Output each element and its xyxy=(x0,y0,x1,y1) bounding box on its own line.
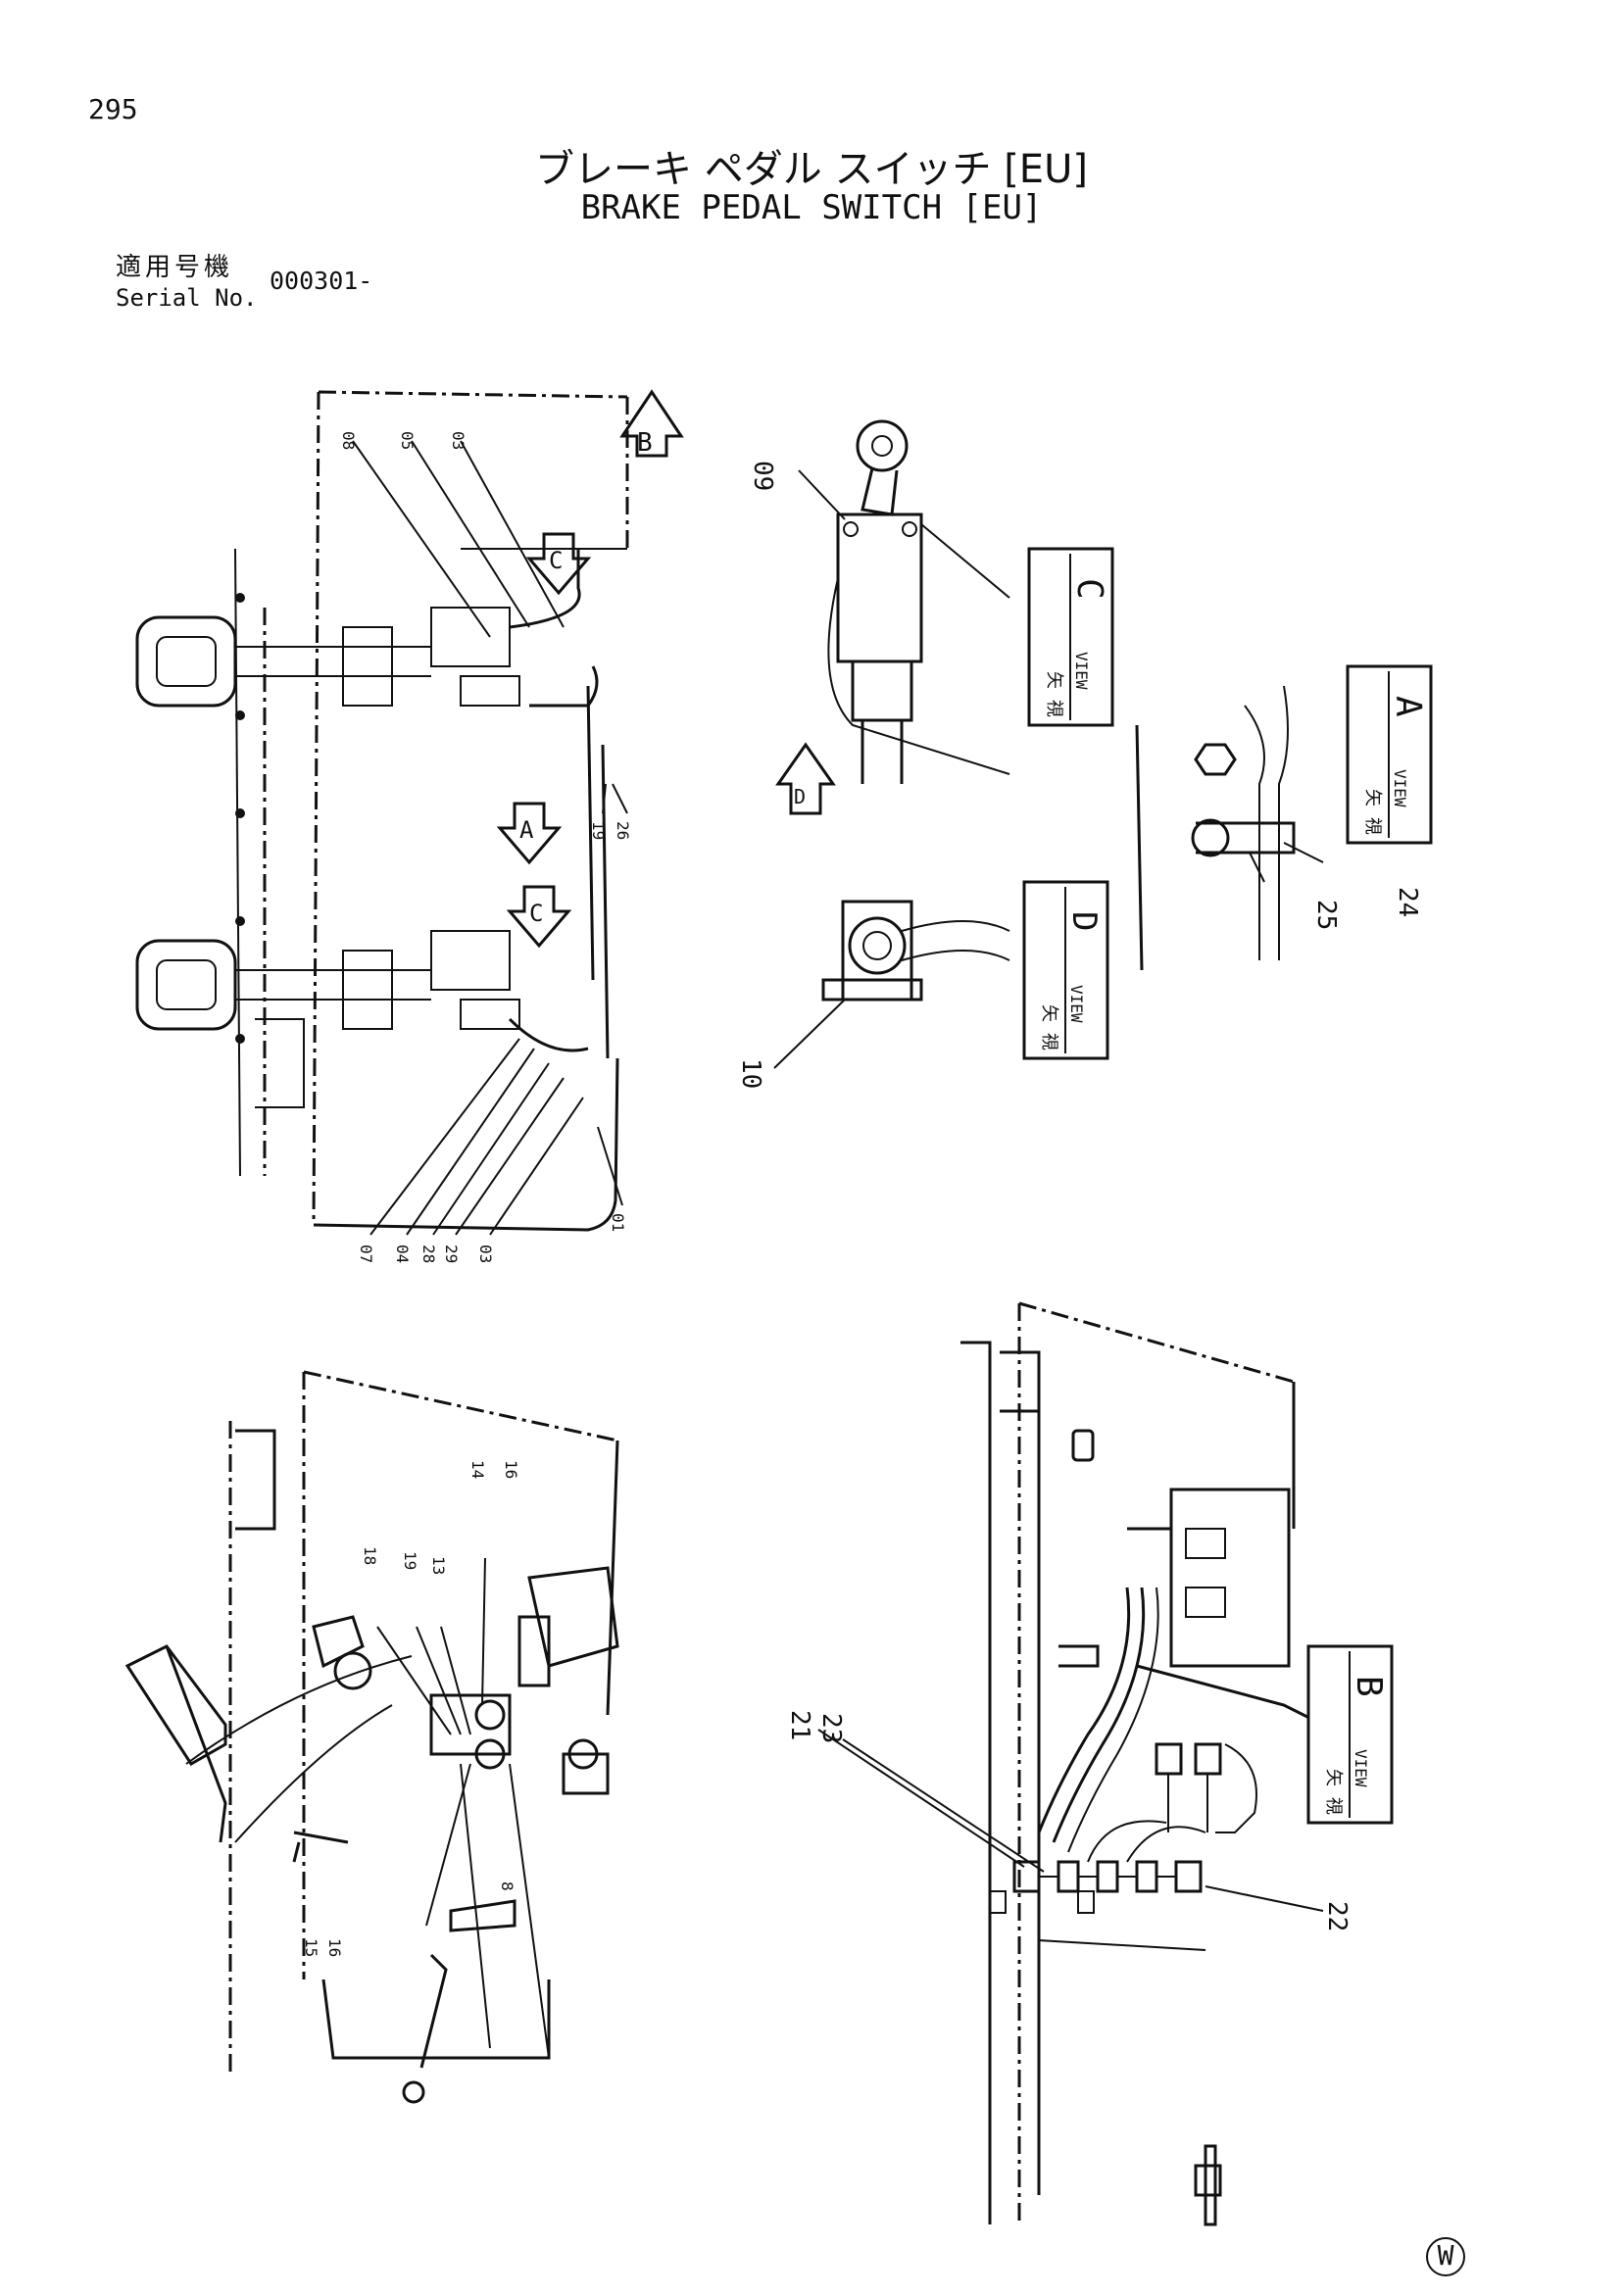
callout-03-top: 03 xyxy=(449,431,467,450)
callout-19-side: 19 xyxy=(401,1551,419,1570)
callout-08-top: 08 xyxy=(339,431,358,450)
view-b-harness-detail: 21 23 22 矢 視 VIEW B xyxy=(785,1301,1394,2226)
callout-8: 8 xyxy=(498,1881,516,1891)
callout-16-lower: 16 xyxy=(325,1938,344,1957)
callout-25: 25 xyxy=(1311,900,1341,930)
arrow-a-symbol: A xyxy=(496,802,563,865)
arrow-d-letter: D xyxy=(794,785,806,808)
callout-19-top: 19 xyxy=(589,821,608,840)
view-b-kanji: 矢 視 xyxy=(1323,1769,1344,1815)
callout-22: 22 xyxy=(1322,1901,1352,1931)
callout-24: 24 xyxy=(1393,887,1422,917)
connector-tag-right xyxy=(1077,1890,1095,1914)
callout-28-top: 28 xyxy=(419,1245,438,1263)
arrow-d-symbol: D xyxy=(775,742,836,815)
view-b-label: 矢 視 VIEW B xyxy=(1306,1644,1394,1825)
serial-label-japanese: 適用号機 xyxy=(116,253,234,282)
serial-label-english: Serial No. xyxy=(116,284,258,312)
side-pedal-view: 18 19 13 14 16 15 16 8 xyxy=(124,1370,619,2104)
page-number: 295 xyxy=(88,93,138,125)
callout-07-top: 07 xyxy=(357,1245,375,1263)
arrow-c-letter-lower: C xyxy=(529,900,543,927)
callout-13: 13 xyxy=(429,1556,448,1575)
callout-15-lower: 15 xyxy=(302,1938,320,1957)
callout-14: 14 xyxy=(468,1460,487,1479)
view-b-letter: B xyxy=(1349,1676,1389,1697)
view-c-kanji: 矢 視 xyxy=(1044,671,1064,717)
view-c-switch-detail: 09 D 矢 視 VIEW C xyxy=(748,419,1114,815)
callout-29-top: 29 xyxy=(442,1245,461,1263)
callout-05-top: 05 xyxy=(398,431,417,450)
view-b-word: VIEW xyxy=(1352,1749,1370,1787)
view-d-switch-detail: 10 矢 視 VIEW D xyxy=(736,880,1109,1089)
callout-01-top: 01 xyxy=(609,1213,627,1232)
view-a-letter: A xyxy=(1388,696,1428,717)
view-d-label: 矢 視 VIEW D xyxy=(1022,880,1109,1060)
callout-21: 21 xyxy=(785,1710,814,1740)
page-title-japanese: ブレーキ ペダル スイッチ [EU] xyxy=(535,147,1088,192)
arrow-a-letter: A xyxy=(519,816,534,844)
view-a-clamp-detail: 25 24 矢 視 VIEW A xyxy=(1135,664,1433,971)
view-a-word: VIEW xyxy=(1391,769,1409,807)
arrow-c-symbol-lower: C xyxy=(506,885,572,949)
view-a-kanji: 矢 視 xyxy=(1362,789,1383,835)
arrow-c-symbol-upper: C xyxy=(525,532,592,596)
callout-18: 18 xyxy=(361,1546,379,1565)
page-title-english: BRAKE PEDAL SWITCH [EU] xyxy=(580,188,1043,227)
view-d-kanji: 矢 視 xyxy=(1039,1004,1059,1050)
arrow-b-letter: B xyxy=(637,428,653,458)
callout-26-top: 26 xyxy=(614,821,632,840)
callout-09: 09 xyxy=(748,461,777,491)
watermark-mark: W xyxy=(1426,2237,1465,2276)
callout-23: 23 xyxy=(816,1713,846,1743)
callout-16-upper: 16 xyxy=(502,1460,520,1479)
arrow-b-symbol: B xyxy=(619,389,684,458)
arrow-c-letter-upper: C xyxy=(549,547,563,574)
callout-04-top: 04 xyxy=(393,1245,412,1263)
connector-tag-left xyxy=(989,1890,1007,1914)
serial-number-value: 000301- xyxy=(270,267,373,295)
callout-03-bottom: 03 xyxy=(476,1245,495,1263)
view-a-label: 矢 視 VIEW A xyxy=(1346,664,1433,845)
view-c-letter: C xyxy=(1069,578,1109,600)
callout-10: 10 xyxy=(736,1058,765,1089)
view-c-word: VIEW xyxy=(1072,652,1091,690)
view-d-letter: D xyxy=(1064,911,1104,931)
top-pedal-assembly-view: B C A C 08 05 03 19 26 01 07 04 28 29 03 xyxy=(135,389,684,1263)
view-d-word: VIEW xyxy=(1067,985,1086,1023)
view-c-label: 矢 視 VIEW C xyxy=(1027,547,1114,727)
